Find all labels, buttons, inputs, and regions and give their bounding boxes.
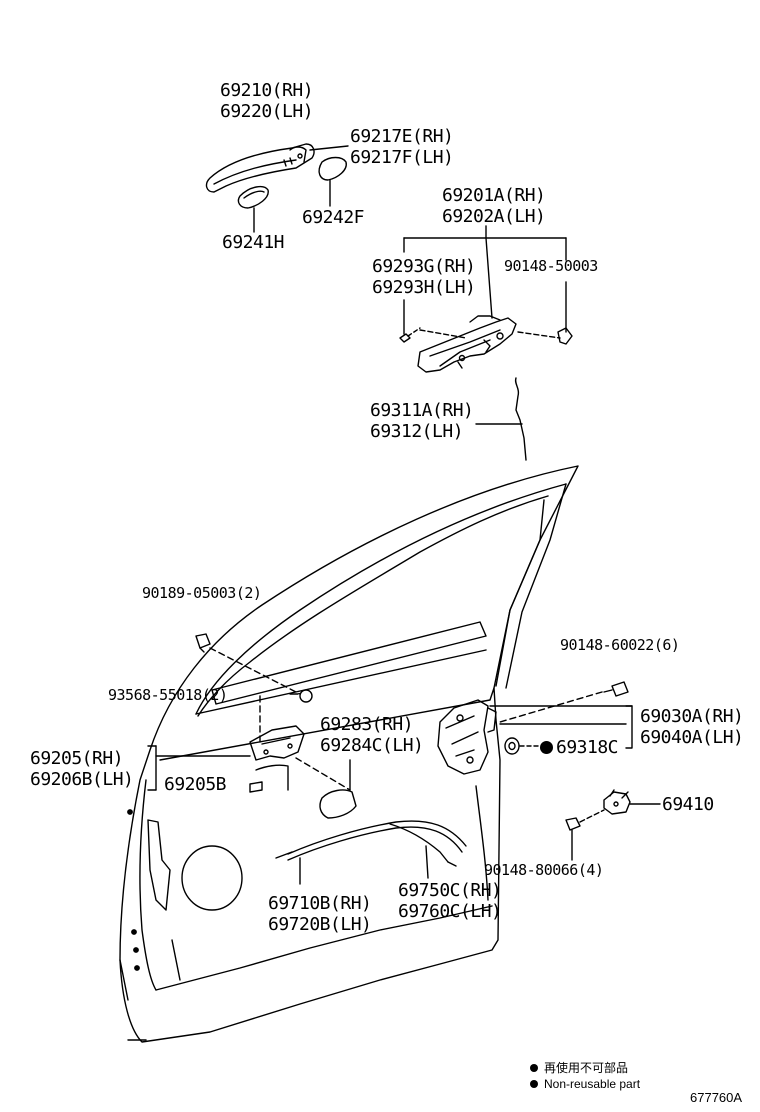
label-bracket-rh: 69205(RH) [30,748,124,769]
label-lock-rh: 69030A(RH) [640,706,744,727]
label-grommet-93568: 93568-55018(2) [108,686,228,704]
label-screw-90148-80066: 90148-80066(4) [484,861,604,879]
label-rod-rh: 69311A(RH) [370,400,474,421]
legend-jp-text: 再使用不可部品 [544,1061,629,1075]
label-cap-lh: 69217F(LH) [350,147,454,168]
label-frame-rh: 69201A(RH) [442,185,546,206]
label-cap-rh: 69217E(RH) [350,126,454,147]
link-rod [475,377,527,461]
label-handle-lh: 69220(LH) [220,101,314,122]
label-pad-f: 69242F [302,207,365,228]
label-cable-rh: 69710B(RH) [268,893,372,914]
legend-en-text: Non-reusable part [544,1077,641,1091]
label-bracket-b: 69205B [164,774,227,795]
label-lock-lh: 69040A(LH) [640,727,744,748]
label-screw-90148-50003: 90148-50003 [504,257,598,275]
non-reusable-marker [540,741,553,754]
door-lock-region [147,633,633,819]
label-cover-lh: 69293H(LH) [372,277,476,298]
label-lockcyl-lh: 69284C(LH) [320,735,424,756]
label-rod-lh: 69312(LH) [370,421,464,442]
label-screw-90148-60022: 90148-60022(6) [560,636,680,654]
label-striker: 69410 [662,794,714,815]
striker-region [565,789,661,861]
legend-dot-icon [530,1064,538,1072]
label-handle-rh: 69210(RH) [220,80,314,101]
outside-handle [205,143,349,233]
figure-id: 677760A [690,1090,743,1105]
legend-dot-icon [530,1080,538,1088]
legend-en: Non-reusable part [530,1076,640,1092]
label-lockcyl-rh: 69283(RH) [320,714,414,735]
label-seal-69318c: 69318C [540,737,619,758]
door-cables [275,820,467,885]
label-frame-lh: 69202A(LH) [442,206,546,227]
door-panel [119,465,579,1043]
label-cable2-rh: 69750C(RH) [398,880,502,901]
label-screw-90189: 90189-05003(2) [142,584,262,602]
label-bracket-lh: 69206B(LH) [30,769,134,790]
label-cable2-lh: 69760C(LH) [398,901,502,922]
label-pad-h: 69241H [222,232,285,253]
seal-part-number: 69318C [556,737,619,758]
legend-jp: 再使用不可部品 [530,1060,628,1076]
handle-frame-assembly [399,225,573,373]
label-cable-lh: 69720B(LH) [268,914,372,935]
label-cover-rh: 69293G(RH) [372,256,476,277]
